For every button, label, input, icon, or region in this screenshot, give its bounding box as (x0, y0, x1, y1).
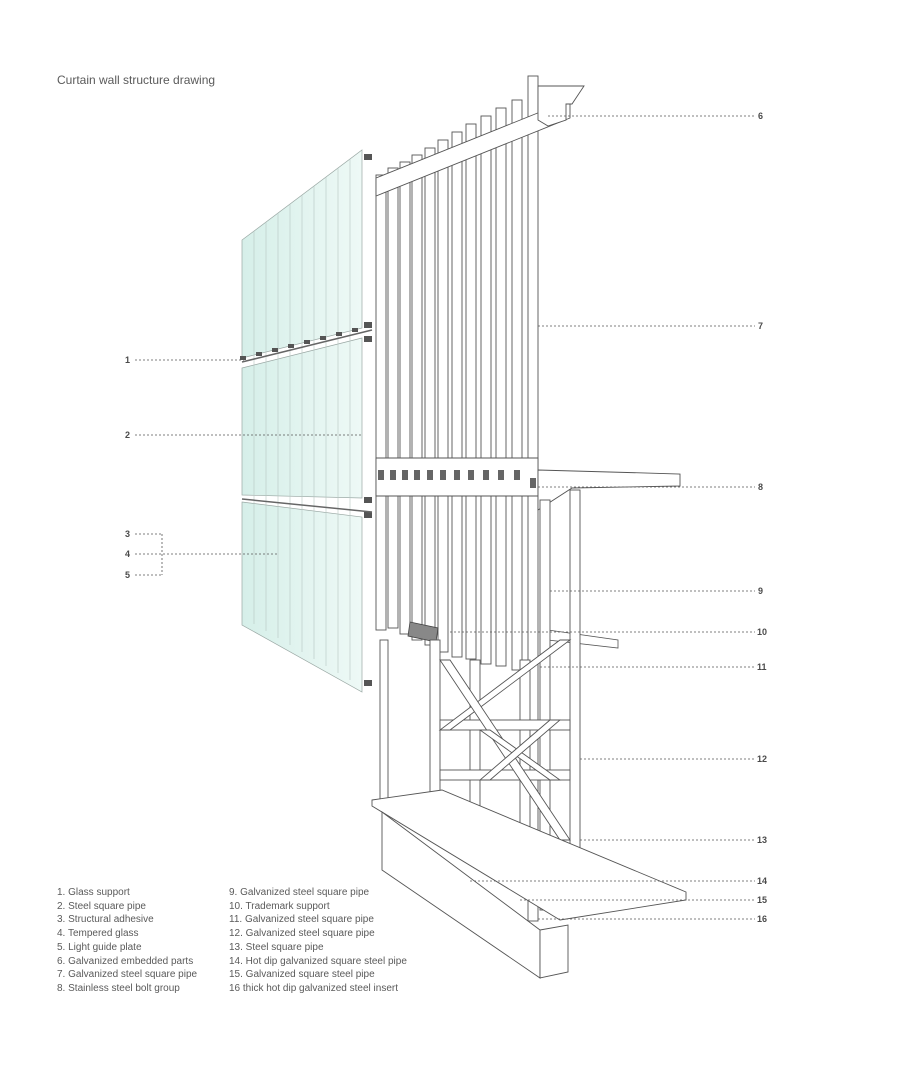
glass-bracket-rail-upper (241, 329, 373, 363)
callout-10: 10 (757, 627, 767, 637)
legend-item: 10. Trademark support (229, 900, 330, 912)
callout-16: 16 (757, 914, 767, 924)
callout-1: 1 (125, 355, 130, 365)
legend-item: 5. Light guide plate (57, 941, 142, 953)
callout-8: 8 (758, 482, 763, 492)
callout-12: 12 (757, 754, 767, 764)
glass-joint-lines (253, 159, 351, 680)
legend-item: 6. Galvanized embedded parts (57, 955, 194, 967)
legend-column-right: 9. Galvanized steel square pipe 10. Trad… (229, 886, 407, 996)
platform-slab-top (537, 469, 681, 511)
legend-item: 9. Galvanized steel square pipe (229, 887, 370, 898)
glass-panels (241, 149, 363, 693)
callout-5: 5 (125, 570, 130, 580)
callout-14: 14 (757, 876, 767, 886)
legend-item: 14. Hot dip galvanized square steel pipe (229, 955, 407, 967)
glass-support-brackets (240, 154, 372, 686)
glass-bracket-rail-lower (241, 498, 373, 513)
callout-7: 7 (758, 321, 763, 331)
callout-6: 6 (758, 111, 763, 121)
callout-4: 4 (125, 549, 130, 559)
bolt-group-row (378, 470, 536, 488)
galvanized-embedded-part (537, 85, 585, 127)
legend-item: 4. Tempered glass (57, 928, 139, 940)
leader-lines (135, 115, 755, 920)
legend-item: 7. Galvanized steel square pipe (57, 969, 198, 981)
lower-truss-frame (379, 489, 581, 911)
drawing-title: Curtain wall structure drawing (57, 73, 216, 87)
legend-item: 15. Galvanized square steel pipe (229, 969, 375, 981)
legend-item: 16 thick hot dip galvanized steel insert (229, 982, 398, 994)
callout-2: 2 (125, 430, 130, 440)
callout-13: 13 (757, 835, 767, 845)
legend-column-left: 1. Glass support 2. Steel square pipe 3.… (57, 886, 197, 996)
callout-9: 9 (758, 586, 763, 596)
legend-item: 12. Galvanized steel square pipe (229, 928, 375, 940)
legend-item: 2. Steel square pipe (57, 900, 146, 912)
callout-11: 11 (757, 662, 767, 672)
legend-item: 8. Stainless steel bolt group (57, 982, 180, 994)
top-horizontal-beam (375, 99, 571, 197)
callout-3: 3 (125, 529, 130, 539)
legend-item: 1. Glass support (57, 887, 130, 898)
callout-15: 15 (757, 895, 767, 905)
base-wall-side (539, 924, 569, 979)
legend-item: 13. Steel square pipe (229, 941, 324, 953)
vertical-steel-pipes (375, 75, 539, 922)
legend-item: 11. Galvanized steel square pipe (229, 914, 374, 926)
legend-item: 3. Structural adhesive (57, 914, 154, 926)
